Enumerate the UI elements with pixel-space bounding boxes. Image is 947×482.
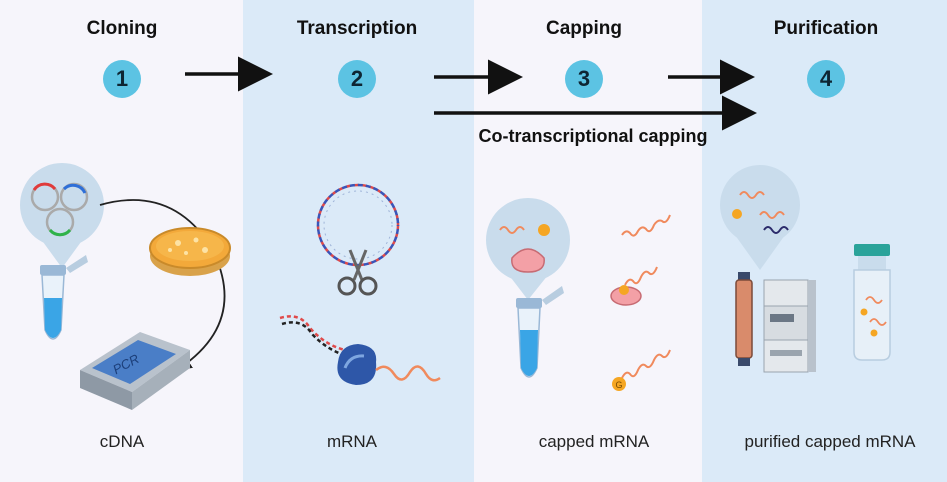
- enzyme-mrna-icon: [610, 266, 658, 306]
- purification-bubble-icon: [720, 165, 800, 270]
- rna-polymerase-icon: [279, 315, 441, 385]
- co-transcriptional-capping-label: Co-transcriptional capping: [478, 126, 708, 146]
- petri-dish-icon: [149, 227, 231, 276]
- chromatography-column-icon: [735, 272, 753, 366]
- scissors-icon: [337, 249, 378, 296]
- capped-mrna-icon: G: [612, 349, 671, 391]
- step-title-transcription: Transcription: [296, 18, 418, 39]
- label-purified-capped-mrna: purified capped mRNA: [744, 432, 916, 451]
- step-number-1: 1: [103, 60, 141, 98]
- pcr-machine-icon: PCR: [80, 332, 190, 410]
- step-title-capping: Capping: [546, 18, 622, 39]
- label-capped-mrna: capped mRNA: [538, 432, 650, 451]
- step-number-4: 4: [807, 60, 845, 98]
- label-mrna: mRNA: [326, 432, 378, 451]
- mrna-strand-1: [621, 214, 671, 237]
- capping-bubble-icon: [486, 198, 570, 300]
- tube-icon: [40, 255, 88, 340]
- step-number-3: 3: [565, 60, 603, 98]
- step-title-cloning: Cloning: [86, 18, 158, 39]
- plasmid-bubble-icon: [20, 163, 104, 268]
- step-number-2: 2: [338, 60, 376, 98]
- plasmid-dna-icon: [316, 183, 400, 267]
- hplc-instrument-icon: [763, 279, 816, 373]
- step-title-purification: Purification: [773, 18, 879, 39]
- cap-letter: G: [615, 380, 622, 390]
- capping-tube-icon: [516, 286, 564, 378]
- vial-icon: [853, 244, 891, 361]
- label-cdna: cDNA: [99, 432, 145, 451]
